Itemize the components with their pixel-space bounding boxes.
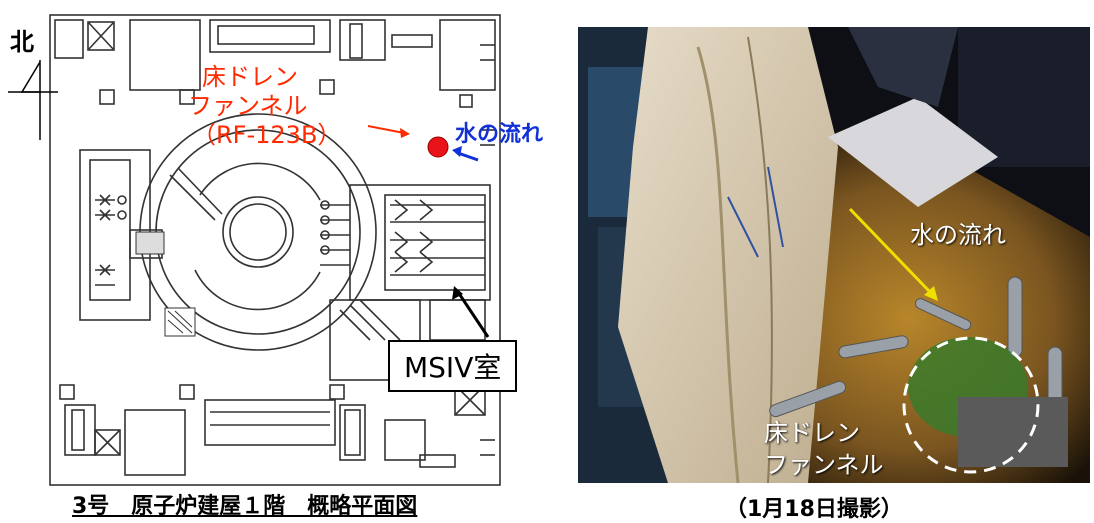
north-arrow-icon <box>8 60 58 140</box>
photo-water-flow-arrow-icon <box>848 207 938 301</box>
photo-water-flow-label: 水の流れ <box>910 221 1006 249</box>
msiv-pointer-arrow-icon <box>452 286 490 338</box>
photo-caption: （1月18日撮影） <box>725 497 903 522</box>
water-flow-label-plan: 水の流れ <box>455 122 544 147</box>
floor-drain-label: 床ドレン ファンネル （RF-123B） <box>188 63 382 150</box>
photo-floor-drain-line1: 床ドレン <box>764 419 860 447</box>
floor-drain-label-line3: （RF-123B） <box>192 121 342 149</box>
funnel-dashed-circle <box>902 336 1040 474</box>
photo-floor-drain-line2: ファンネル <box>764 451 884 479</box>
floor-drain-label-line2: ファンネル <box>188 92 308 120</box>
reactor-pedestal <box>222 196 294 268</box>
site-photo: 水の流れ 床ドレン ファンネル <box>578 27 1090 483</box>
floor-plan-diagram <box>8 14 501 486</box>
north-label: 北 <box>10 27 34 56</box>
photo-floor-drain-label: 床ドレン ファンネル <box>764 417 884 481</box>
floor-drain-label-line1: 床ドレン <box>202 63 298 91</box>
red-pointer-arrow-icon <box>367 125 410 138</box>
msiv-room-label: MSIV室 <box>388 340 518 392</box>
building-outline <box>49 14 501 486</box>
plan-caption: 3号 原子炉建屋１階 概略平面図 <box>72 494 418 519</box>
water-flow-arrow-icon <box>452 146 479 162</box>
floor-drain-marker <box>427 136 449 158</box>
